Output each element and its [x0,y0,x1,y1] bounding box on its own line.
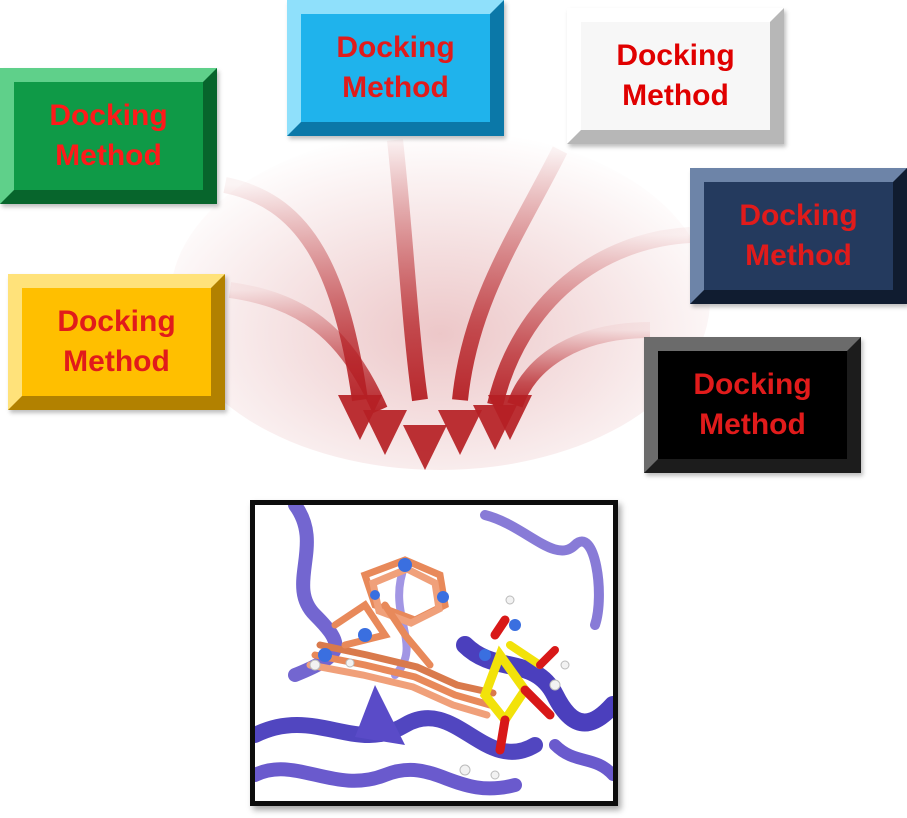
hydrogen-atoms [309,595,570,780]
docking-box-white: Docking Method [567,8,784,144]
arrow-head-2 [363,410,407,455]
docking-box-blue-label: Docking Method [336,31,455,104]
arrow-shaft-4 [452,146,568,401]
docking-box-green-label: Docking Method [49,99,168,172]
docking-box-navy-label: Docking Method [739,199,858,272]
arrow-head-3 [403,425,447,470]
docking-box-white-label: Docking Method [616,39,735,112]
docking-box-black-label: Docking Method [693,368,812,441]
arrow-head-6 [488,395,532,440]
docking-box-yellow-label: Docking Method [57,305,176,378]
metal-cluster [479,615,559,755]
docking-box-green: Docking Method [0,68,217,204]
arrow-shaft-6 [507,322,651,408]
arrow-head-4 [438,410,482,455]
docking-box-black: Docking Method [644,337,861,473]
arrow-haze [170,130,710,470]
ligand-nitrogen-atoms [318,558,521,662]
arrow-group [223,139,691,470]
docking-box-yellow: Docking Method [8,274,225,410]
protein-ligand-image [250,500,618,806]
arrow-shaft-2 [228,282,388,414]
protein-ligand-illustration [255,505,613,801]
arrow-shaft-5 [487,227,691,407]
arrow-shaft-3 [387,139,428,402]
docking-box-blue: Docking Method [287,0,504,136]
docking-box-navy: Docking Method [690,168,907,304]
